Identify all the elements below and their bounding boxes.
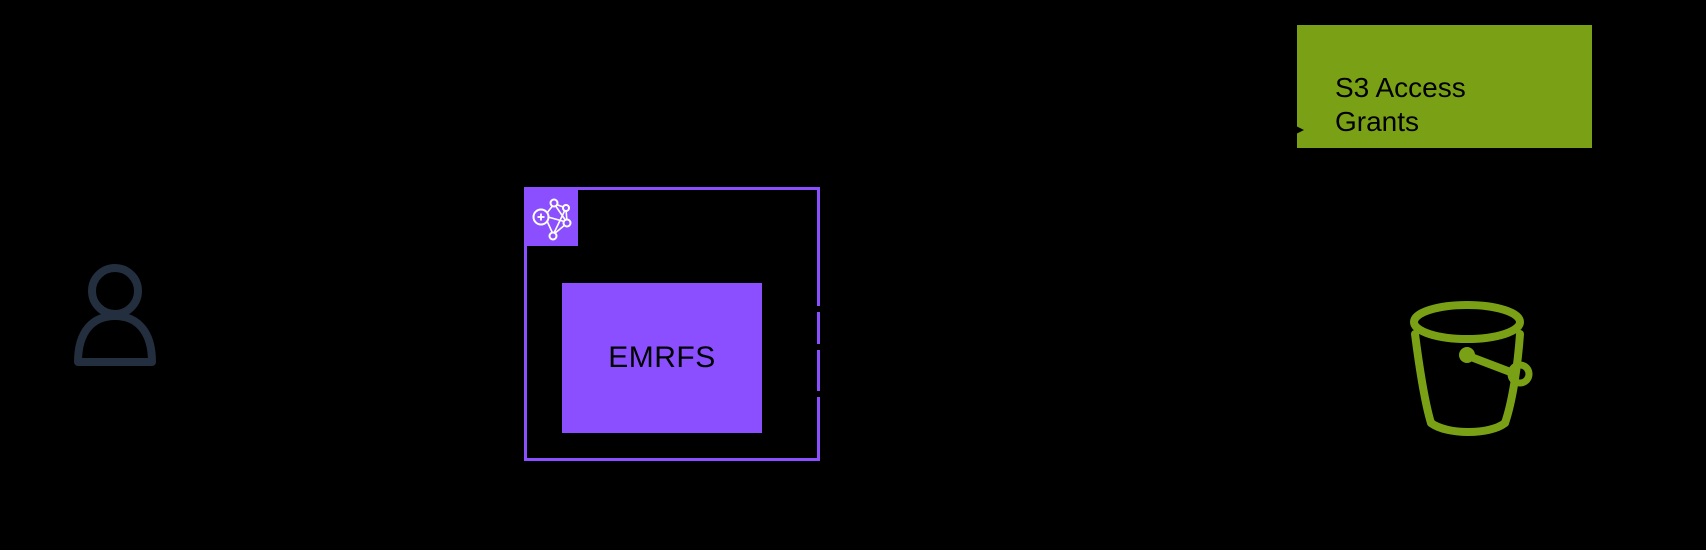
emrfs-label: EMRFS xyxy=(608,341,716,374)
connector-gap xyxy=(813,344,822,350)
connector-gap xyxy=(813,306,822,312)
emr-icon xyxy=(532,198,572,241)
s3-bucket-icon xyxy=(1410,301,1533,436)
arrowhead-icon xyxy=(1292,124,1304,136)
emrfs-box: EMRFS xyxy=(562,283,762,433)
user-icon xyxy=(74,264,156,366)
connector-gap xyxy=(813,391,822,397)
s3-access-grants-label: S3 Access Grants xyxy=(1335,72,1466,137)
s3-access-grants-box: S3 Access Grants xyxy=(1297,25,1592,148)
emr-group-box xyxy=(524,187,820,461)
